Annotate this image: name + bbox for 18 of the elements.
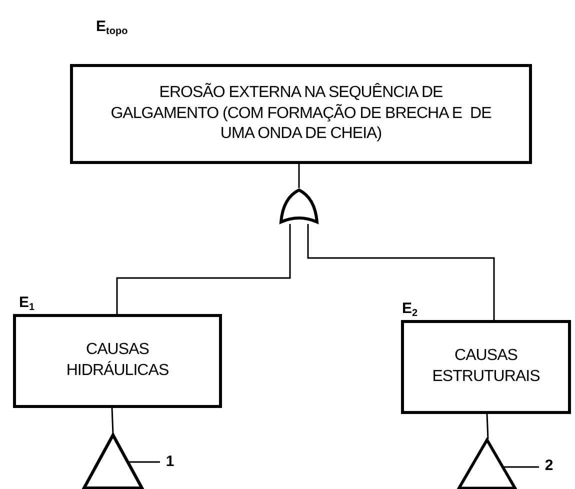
connector-line — [307, 224, 495, 320]
event-box — [401, 320, 571, 414]
connector-line — [486, 414, 489, 440]
connector-line — [298, 164, 300, 188]
event-text: CAUSAS ESTRUTURAIS — [431, 346, 541, 387]
leader-line — [504, 466, 539, 468]
connector-line — [116, 224, 291, 314]
transfer-number: 1 — [160, 452, 180, 472]
connector-line — [111, 408, 114, 434]
event-id: E$_{1}$ — [19, 293, 35, 314]
leader-line — [128, 461, 160, 463]
transfer-number: 2 — [539, 456, 559, 476]
event-id: E$_{2}$ — [402, 299, 418, 320]
event-box — [70, 64, 532, 164]
event-text: EROSÃO EXTERNA NA SEQUÊNCIA DE GALGAMENTO (COM FORMAÇÃO DE BRECHA E DE UMA ONDA DE CHEIA) — [110, 82, 492, 144]
event-id: E$_{topo}$ — [96, 17, 128, 38]
event-box — [13, 314, 222, 408]
event-text: CAUSAS HIDRÁULICAS — [65, 340, 170, 381]
